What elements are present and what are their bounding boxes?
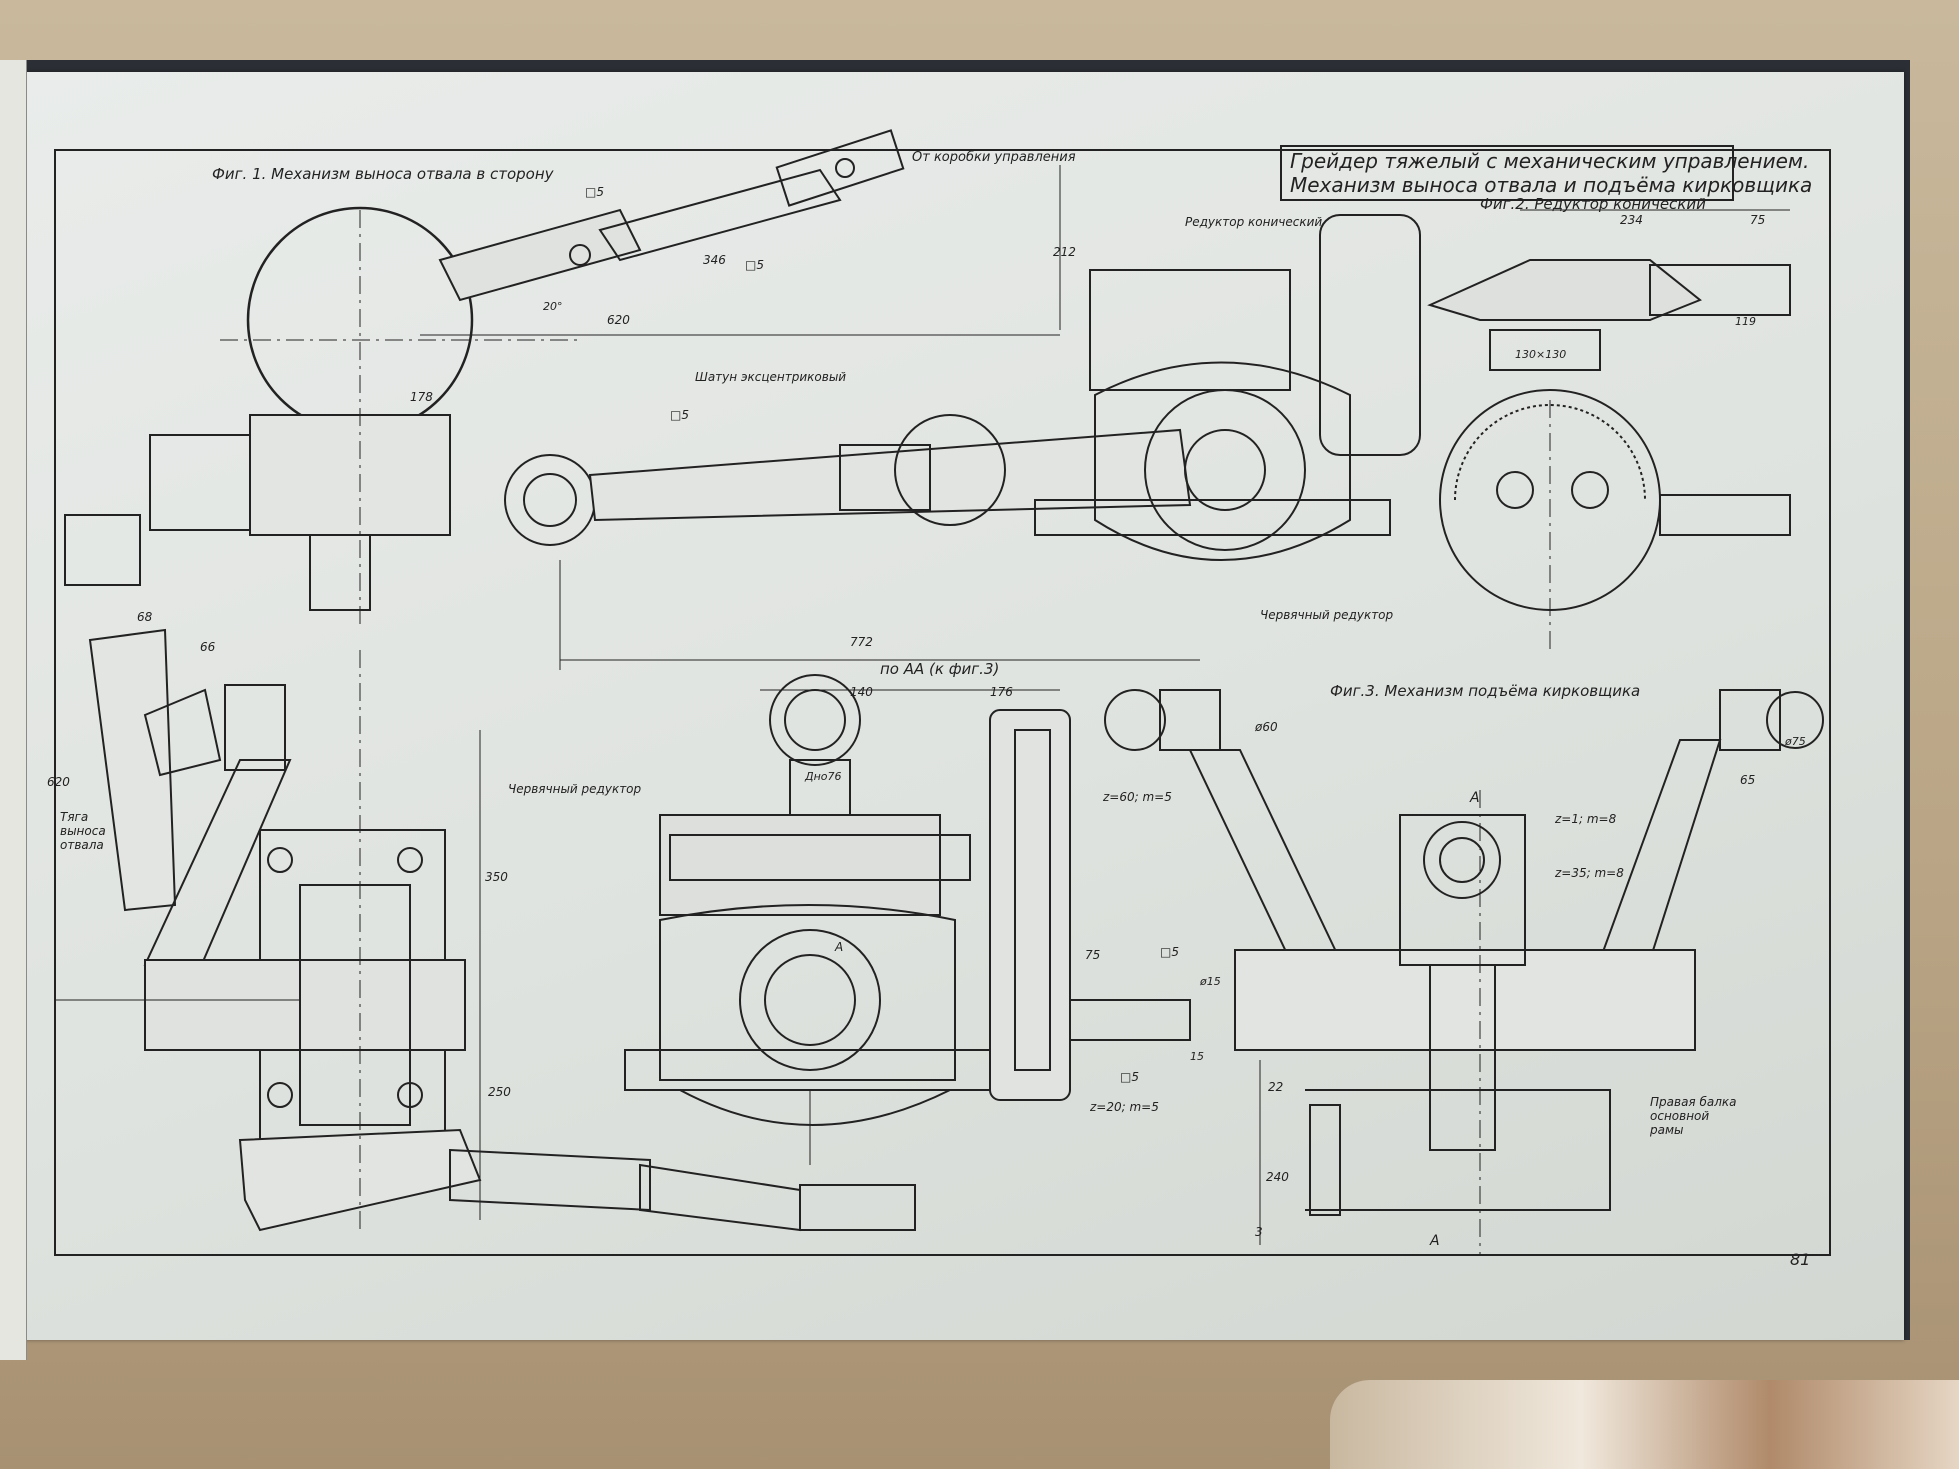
fig1-worm-reducer [55, 650, 916, 1232]
callout-blade-rod: Тяга выноса отвала [60, 810, 106, 852]
dim-label: □5 [1160, 945, 1179, 959]
section-caption: по АА (к фиг.3) [880, 660, 1000, 678]
dim-label: 178 [410, 390, 433, 404]
dim-label: 620 [47, 775, 70, 789]
fig1-cardan-shaft [438, 129, 905, 302]
dim-label: 119 [1735, 315, 1756, 328]
dim-label: ø60 [1255, 720, 1278, 734]
dim-label: 350 [485, 870, 508, 884]
eccentric-rod-assembly [504, 214, 1421, 670]
dim-label: □5 [745, 258, 764, 272]
sheet-title-line1: Грейдер тяжелый с механическим управлени… [1290, 149, 1810, 173]
dim-label: 240 [1266, 1170, 1289, 1184]
dim-label: 22 [1268, 1080, 1284, 1094]
dim-label: □5 [670, 408, 689, 422]
dim-label: 130×130 [1515, 348, 1567, 361]
section-mark-a: A [1470, 790, 1480, 806]
dim-label: 20° [543, 300, 563, 313]
section-mark-a: A [1430, 1233, 1440, 1249]
fabric-corner [1330, 1380, 1959, 1469]
callout-right-beam: Правая балка основной рамы [1650, 1095, 1737, 1137]
fig3-caption: Фиг.3. Механизм подъёма кирковщика [1330, 682, 1641, 700]
fig3-lifting-mechanism [1104, 689, 1824, 1255]
dim-label: ø75 [1785, 735, 1806, 748]
dim-label: 772 [850, 635, 873, 649]
sheet-title-line2: Механизм выноса отвала и подъёма кирковщ… [1290, 173, 1813, 197]
fig2-caption: Фиг.2. Редуктор конический [1480, 195, 1706, 213]
dim-label: z=20; m=5 [1090, 1100, 1159, 1114]
dim-label: ø15 [1200, 975, 1221, 988]
callout-from-gearbox: От коробки управления [912, 150, 1076, 165]
callout-bevel-reducer: Редуктор конический [1185, 215, 1323, 229]
dim-label: z=60; m=5 [1103, 790, 1172, 804]
callout-eccentric-rod: Шатун эксцентриковый [695, 370, 847, 384]
dim-label: 140 [850, 685, 873, 699]
dim-label: 66 [200, 640, 216, 654]
dim-label: 620 [607, 313, 630, 327]
dim-label: 75 [1750, 213, 1766, 227]
drawing-frame [54, 149, 1831, 1256]
dim-label: z=35; m=8 [1555, 866, 1624, 880]
section-mark-a: A [835, 940, 844, 954]
fig1-gear-housing [149, 206, 580, 630]
dim-label: 75 [1085, 948, 1101, 962]
dim-label: 234 [1620, 213, 1643, 227]
dim-label: 68 [137, 610, 153, 624]
fig2-bevel-reducer [1427, 209, 1791, 650]
dim-label: □5 [1120, 1070, 1139, 1084]
dim-label: Дно76 [805, 770, 842, 783]
dim-label: 346 [703, 253, 726, 267]
dim-label: 65 [1740, 773, 1756, 787]
dim-label: 250 [488, 1085, 511, 1099]
fig1-blade-rod [64, 514, 292, 982]
left-page-edge [0, 60, 27, 1360]
dim-label: z=1; m=8 [1555, 812, 1617, 826]
fig1-caption: Фиг. 1. Механизм выноса отвала в сторону [212, 165, 554, 183]
dim-label: 212 [1053, 245, 1076, 259]
callout-worm-reducer-2: Червячный редуктор [508, 782, 642, 796]
title-block: Грейдер тяжелый с механическим управлени… [1280, 145, 1812, 201]
page-number: 81 [1790, 1250, 1811, 1269]
dim-label: 15 [1190, 1050, 1204, 1063]
dim-label: 176 [990, 685, 1013, 699]
callout-worm-reducer-1: Червячный редуктор [1260, 608, 1394, 622]
dim-label: □5 [585, 185, 604, 199]
section-aa [624, 674, 1191, 1165]
dim-label: 3 [1255, 1225, 1263, 1239]
